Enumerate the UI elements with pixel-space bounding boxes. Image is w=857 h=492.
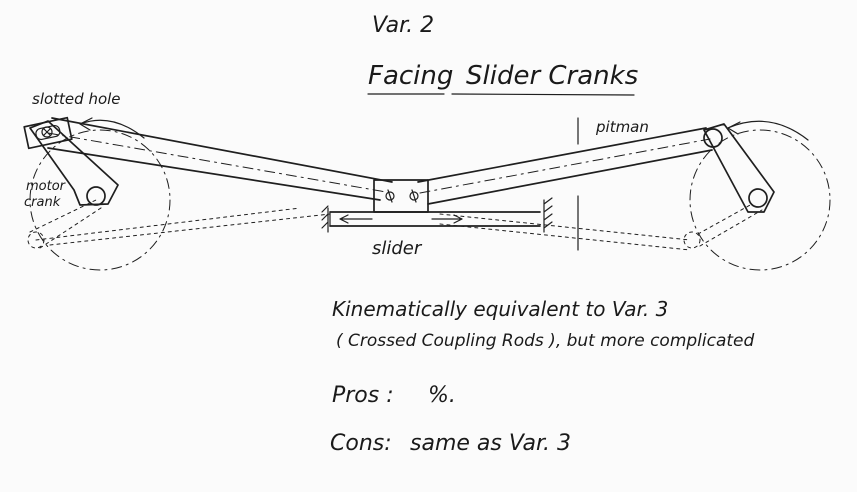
pros-value: %.: [428, 383, 456, 408]
slider-pin-right: [409, 191, 419, 201]
label-motor: motor: [26, 179, 67, 194]
title-word-slider-cranks: Slider Cranks: [466, 61, 638, 91]
title-underline-2: [451, 93, 635, 96]
slider-block: [373, 179, 429, 213]
note-line-2: ( Crossed Coupling Rods ), but more comp…: [336, 331, 755, 351]
slider-arrow-left: [339, 214, 373, 224]
right-crank-pivot: [748, 188, 768, 208]
variant-label: Var. 2: [372, 13, 434, 38]
label-pitman: pitman: [595, 118, 649, 136]
right-crank-pin: [703, 128, 723, 148]
left-ground-hatch: [321, 205, 329, 233]
right-ground-hatch: [543, 197, 553, 233]
slotted-hole-pin: [41, 126, 53, 138]
left-crank-ghost-pin: [27, 231, 45, 249]
pros-label: Pros :: [332, 383, 394, 408]
right-crank-ghost-pin: [683, 231, 701, 249]
slider-guide-rail: [329, 211, 541, 227]
label-slider: slider: [372, 238, 423, 259]
right-crank-wheel: [689, 129, 831, 271]
cons-value: same as Var. 3: [410, 431, 571, 456]
note-line-1: Kinematically equivalent to Var. 3: [332, 297, 668, 321]
cons-label: Cons:: [330, 431, 392, 456]
slider-arrow-right: [431, 214, 463, 224]
title-word-facing: Facing: [368, 61, 453, 91]
left-connecting-rod: [47, 117, 393, 201]
left-crank-wheel: [29, 129, 171, 271]
slotted-hole-block: [23, 116, 73, 150]
right-crank: [703, 123, 775, 213]
left-crank-pivot: [86, 186, 106, 206]
label-slotted-hole: slotted hole: [32, 90, 121, 108]
label-crank: crank: [24, 195, 61, 210]
pitman-rod: [417, 127, 713, 205]
slider-pin-left: [385, 191, 395, 201]
right-rotation-arrow: [727, 120, 809, 141]
